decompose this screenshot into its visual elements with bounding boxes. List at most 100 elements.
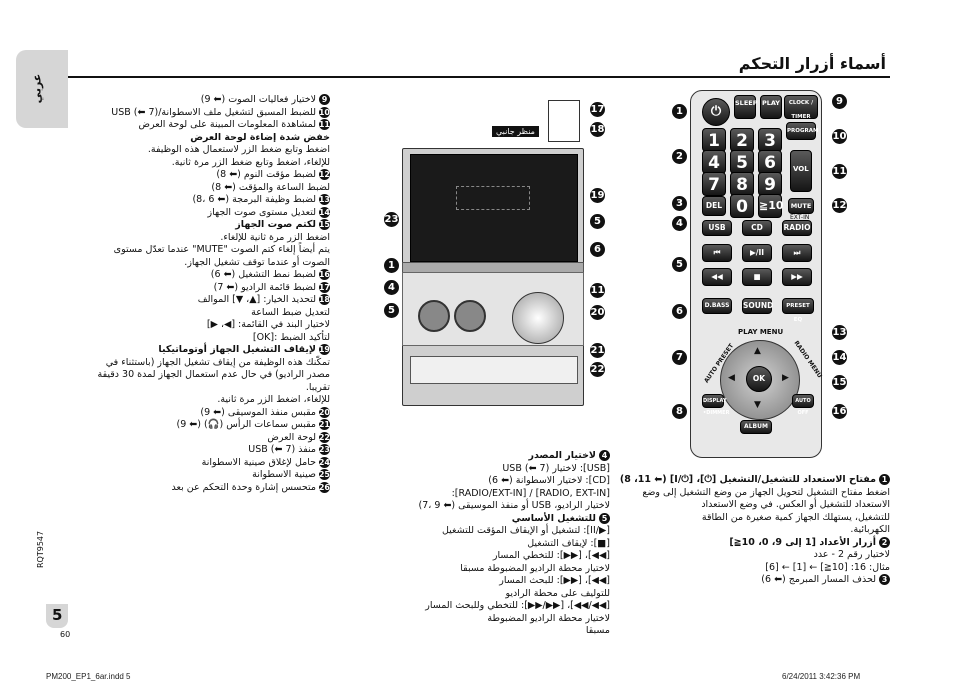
left-column-line-text: للضبط المسبق لتشغيل ملف الاسطوانة/USB (⬅… xyxy=(111,106,316,118)
left-column-line: للإلغاء، اضغط وتابع ضغط الزر مرة ثانية. xyxy=(70,157,330,170)
left-column-line-number: 11 xyxy=(318,119,330,130)
stop-button[interactable]: ■ xyxy=(742,268,772,286)
disc-tray[interactable] xyxy=(410,356,578,384)
radio-button[interactable]: RADIO xyxy=(782,220,812,236)
play-pause-button[interactable]: ▶/II xyxy=(742,244,772,262)
left-column-line-number: 15 xyxy=(318,219,330,230)
middle-column-line: [■]: لإيقاف التشغيل xyxy=(330,538,610,551)
remote-callout-3: 3 xyxy=(672,196,687,211)
left-column-line: 12لضبط مؤقت النوم (⬅ 8) xyxy=(70,169,330,182)
doc-code: RQT9547 xyxy=(36,530,45,568)
left-column-line-number: 21 xyxy=(318,419,330,430)
left-column-line: يتم أيضاً إلغاء كتم الصوت "MUTE" عندما ت… xyxy=(70,244,330,257)
middle-column-line-text: للتشغيل الأساسي xyxy=(511,512,596,524)
left-column-line-text: لتحديد الخيار: [▲، ▼] الموالف xyxy=(197,294,316,305)
nav-left-icon[interactable]: ◀ xyxy=(728,373,735,383)
ok-button[interactable]: OK xyxy=(746,366,772,392)
right-column-line-text: الكهربائية. xyxy=(850,524,890,535)
left-column-line-number: 14 xyxy=(318,206,330,218)
right-column: 1مفتاح الاستعداد للتشغيل/التشغيل [⏻]، [⏻… xyxy=(620,474,890,587)
remote-callout-14: 14 xyxy=(832,350,847,365)
ext-in-label: EXT-IN xyxy=(790,214,810,221)
side-view-label: منظر جانبي xyxy=(492,126,539,137)
left-column-line: 26متحسس إشارة وحدة التحكم عن بعد xyxy=(70,481,330,495)
usb-button[interactable]: USB xyxy=(702,220,732,236)
key-4[interactable]: 4 xyxy=(702,150,726,174)
dbass-button[interactable]: D.BASS xyxy=(702,298,732,314)
album-button[interactable]: ALBUM xyxy=(740,420,772,434)
clock-timer-button[interactable]: CLOCK / TIMER xyxy=(784,95,818,120)
key-6[interactable]: 6 xyxy=(758,150,782,174)
play-button[interactable]: PLAY xyxy=(760,95,782,119)
left-column-line-text: صينية الاسطوانة xyxy=(252,469,316,480)
sound-button[interactable]: SOUND xyxy=(742,298,773,314)
title-rule xyxy=(40,76,890,78)
key-2[interactable]: 2 xyxy=(730,128,754,152)
middle-column-line: 4لاختيار المصدر xyxy=(330,450,610,463)
unit-callout-6: 6 xyxy=(590,242,605,257)
nav-up-icon[interactable]: ▲ xyxy=(754,346,761,356)
remote-callout-12: 12 xyxy=(832,198,847,213)
left-column-line-text: لكتم صوت الجهاز xyxy=(235,219,316,230)
unit-display xyxy=(456,186,530,210)
remote-callout-2: 2 xyxy=(672,149,687,164)
nav-down-icon[interactable]: ▼ xyxy=(754,400,761,410)
ffwd-button[interactable]: ▶▶ xyxy=(782,268,812,286)
left-column-line-text: اضغط وتابع ضغط الزر لاستعمال هذه الوظيفة… xyxy=(147,144,330,155)
volume-rocker[interactable] xyxy=(790,150,812,192)
middle-column-line-text: [◀◀]، [▶▶]: للبحث المسار xyxy=(499,575,610,586)
middle-column-line: لاختيار محطة الراديو المضبوطة xyxy=(330,613,610,626)
left-column-line: للإلغاء، اضغط الزر مرة ثانية. xyxy=(70,394,330,407)
key-10plus[interactable]: ≧10 xyxy=(758,194,784,218)
unit-callout-19: 19 xyxy=(590,188,605,203)
key-7[interactable]: 7 xyxy=(702,172,726,196)
key-8[interactable]: 8 xyxy=(730,172,754,196)
mute-button[interactable]: MUTE xyxy=(788,198,814,214)
left-column-line: تقريبا. xyxy=(70,382,330,395)
cd-button[interactable]: CD xyxy=(742,220,772,236)
right-column-line-text: مفتاح الاستعداد للتشغيل/التشغيل [⏻]، [⏻/… xyxy=(619,474,876,485)
del-button[interactable]: DEL xyxy=(702,196,726,216)
footer-left: PM200_EP1_6ar.indd 5 xyxy=(46,672,131,681)
key-5[interactable]: 5 xyxy=(730,150,754,174)
middle-column-line: 5للتشغيل الأساسي xyxy=(330,512,610,526)
remote-callout-15: 15 xyxy=(832,375,847,390)
next-button[interactable]: ⏭ xyxy=(782,244,812,262)
left-column-line-text: منفذ USB (⬅ 7) xyxy=(248,444,316,455)
key-9[interactable]: 9 xyxy=(758,172,782,196)
unit-callout-5b: 5 xyxy=(590,214,605,229)
key-3[interactable]: 3 xyxy=(758,128,782,152)
unit-callout-1: 1 xyxy=(384,258,399,273)
left-column-line: 20مقبس منفذ الموسيقى (⬅ 9) xyxy=(70,406,330,420)
power-button[interactable]: ⏻ xyxy=(702,98,730,126)
program-button[interactable]: PROGRAM xyxy=(786,122,818,140)
vol-label: VOL xyxy=(793,165,809,173)
middle-column-line-text: [RADIO, EXT-IN] / [RADIO/EXT-IN]: xyxy=(451,487,610,499)
usb-port[interactable] xyxy=(418,300,450,332)
unit-callout-4: 4 xyxy=(384,280,399,295)
left-column-line-text: الصوت أو عندما توقف تشغيل الجهاز. xyxy=(184,256,330,268)
nav-right-icon[interactable]: ▶ xyxy=(782,373,789,383)
remote-callout-7: 7 xyxy=(672,350,687,365)
auto-off-button[interactable]: AUTO OFF xyxy=(792,394,814,416)
music-port[interactable] xyxy=(454,300,486,332)
key-1[interactable]: 1 xyxy=(702,128,726,152)
right-column-line-number: 3 xyxy=(879,574,890,585)
rewind-button[interactable]: ◀◀ xyxy=(702,268,732,286)
left-column-line: 25صينية الاسطوانة xyxy=(70,469,330,482)
right-column-line-text: مثال: 16: [10≦] ← [1] ← [6] xyxy=(765,561,890,573)
sleep-button[interactable]: SLEEP xyxy=(734,95,757,119)
left-column-line-text: اضغط الزر مرة ثانية للإلغاء. xyxy=(220,231,330,243)
key-0[interactable]: 0 xyxy=(730,194,754,218)
right-column-line-text: لاختيار رقم 2 - عدد xyxy=(813,549,890,560)
prev-button[interactable]: ⏮ xyxy=(702,244,732,262)
right-column-line-text: لحذف المسار المبرمج (⬅ 6) xyxy=(761,574,876,585)
right-column-line-text: أزرار الأعداد [1 إلى 9، 0، 10≦] xyxy=(729,536,876,548)
left-column-line-text: خفض شدة إضاءة لوحة العرض xyxy=(190,131,330,143)
display-dimmer-button[interactable]: DISPLAY •DIMMER xyxy=(702,394,729,416)
preset-eq-button[interactable]: PRESET EQ xyxy=(782,298,814,323)
middle-column-line: [RADIO, EXT-IN] / [RADIO/EXT-IN]: xyxy=(330,488,610,501)
remote-callout-1: 1 xyxy=(672,104,687,119)
volume-knob[interactable] xyxy=(512,292,564,344)
right-column-line-text: للتشغيل، يستهلك الجهاز كمية صغيرة من الط… xyxy=(701,511,890,523)
